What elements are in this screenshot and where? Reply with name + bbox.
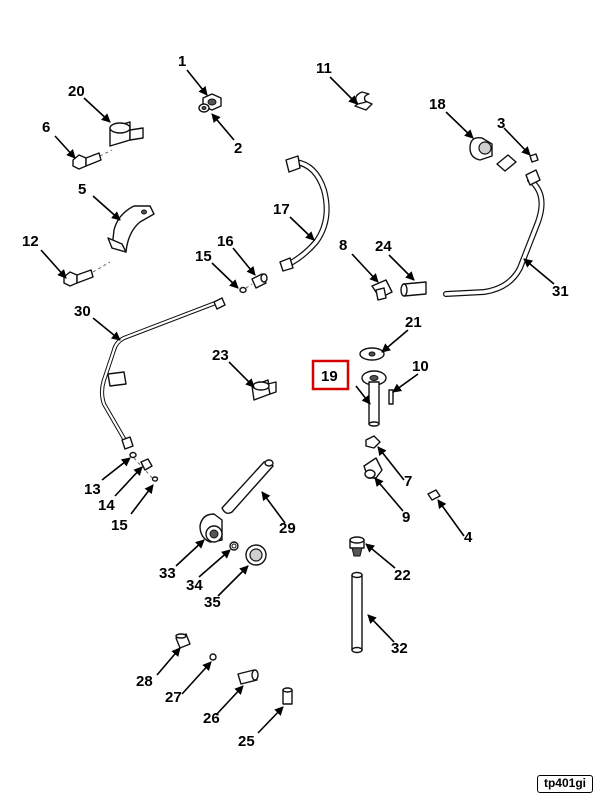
part-19-flanged-tube <box>361 370 387 427</box>
callout-4[interactable]: 4 <box>464 529 473 546</box>
part-33-elbow <box>199 513 223 543</box>
callout-16[interactable]: 16 <box>217 233 234 250</box>
part-27-fitting <box>209 653 217 661</box>
callout-21[interactable]: 21 <box>405 314 422 331</box>
part-21-plate <box>359 347 385 361</box>
part-29-hose <box>221 459 274 515</box>
callout-9[interactable]: 9 <box>402 509 410 526</box>
part-20-bracket <box>109 121 144 147</box>
part-10-pin <box>388 389 394 405</box>
callout-32[interactable]: 32 <box>391 640 408 657</box>
part-18-cap <box>469 137 493 161</box>
callout-5[interactable]: 5 <box>78 181 86 198</box>
part-13-ferrule <box>129 451 137 459</box>
callout-15-upper[interactable]: 15 <box>195 248 212 265</box>
part-24-hose <box>400 281 427 297</box>
callout-10[interactable]: 10 <box>412 358 429 375</box>
callout-19-highlight-box <box>311 359 350 391</box>
part-9-elbow <box>363 457 383 479</box>
part-22-connector <box>349 536 365 557</box>
part-2-washer <box>198 103 210 113</box>
callout-7[interactable]: 7 <box>404 473 412 490</box>
callout-34[interactable]: 34 <box>186 577 203 594</box>
part-6-bolt <box>72 152 102 170</box>
callout-28[interactable]: 28 <box>136 673 153 690</box>
callout-2[interactable]: 2 <box>234 140 242 157</box>
part-25-cap <box>282 687 293 705</box>
callout-1[interactable]: 1 <box>178 53 186 70</box>
part-23-clamp <box>251 379 277 401</box>
callout-18[interactable]: 18 <box>429 96 446 113</box>
part-8-elbow-fitting <box>371 279 393 301</box>
callout-19[interactable]: 19 <box>321 368 338 385</box>
part-32-tube <box>351 571 363 654</box>
callout-13[interactable]: 13 <box>84 481 101 498</box>
part-3-sleeve <box>496 153 539 172</box>
callout-11[interactable]: 11 <box>316 60 332 77</box>
part-28-sleeve <box>175 633 191 649</box>
part-14-nut <box>140 458 153 471</box>
part-15-ferrule-upper <box>239 286 247 294</box>
part-11-clamp <box>354 91 373 111</box>
image-reference-tag: tp401gi <box>537 775 593 793</box>
part-12-bolt <box>63 269 94 287</box>
part-5-bracket <box>107 205 155 253</box>
callout-15-lower[interactable]: 15 <box>111 517 128 534</box>
callout-35[interactable]: 35 <box>204 594 221 611</box>
part-16-fitting <box>251 273 268 289</box>
callout-12[interactable]: 12 <box>22 233 39 250</box>
callout-6[interactable]: 6 <box>42 119 50 136</box>
callout-25[interactable]: 25 <box>238 733 255 750</box>
callout-20[interactable]: 20 <box>68 83 85 100</box>
callout-labels: 1 2 3 4 5 6 7 8 9 10 11 12 13 14 15 15 1… <box>22 53 569 750</box>
callout-3[interactable]: 3 <box>497 115 505 132</box>
callout-17[interactable]: 17 <box>273 201 290 218</box>
callout-26[interactable]: 26 <box>203 710 220 727</box>
part-34-o-ring <box>229 541 239 551</box>
part-30-rigid-line <box>99 297 226 450</box>
part-4-fitting <box>427 489 441 501</box>
callout-30[interactable]: 30 <box>74 303 91 320</box>
callout-23[interactable]: 23 <box>212 347 229 364</box>
callout-27[interactable]: 27 <box>165 689 182 706</box>
part-31-formed-tube <box>443 169 545 297</box>
part-17-flexible-hose <box>279 155 330 272</box>
leader-lines <box>40 69 555 734</box>
callout-14[interactable]: 14 <box>98 497 115 514</box>
part-7-nut <box>365 435 381 449</box>
callout-8[interactable]: 8 <box>339 237 347 254</box>
callout-33[interactable]: 33 <box>159 565 176 582</box>
part-26-sleeve <box>237 669 259 685</box>
callout-22[interactable]: 22 <box>394 567 411 584</box>
callout-31[interactable]: 31 <box>552 283 569 300</box>
callout-29[interactable]: 29 <box>279 520 296 537</box>
callout-24[interactable]: 24 <box>375 238 392 255</box>
part-35-fitting <box>245 544 267 566</box>
